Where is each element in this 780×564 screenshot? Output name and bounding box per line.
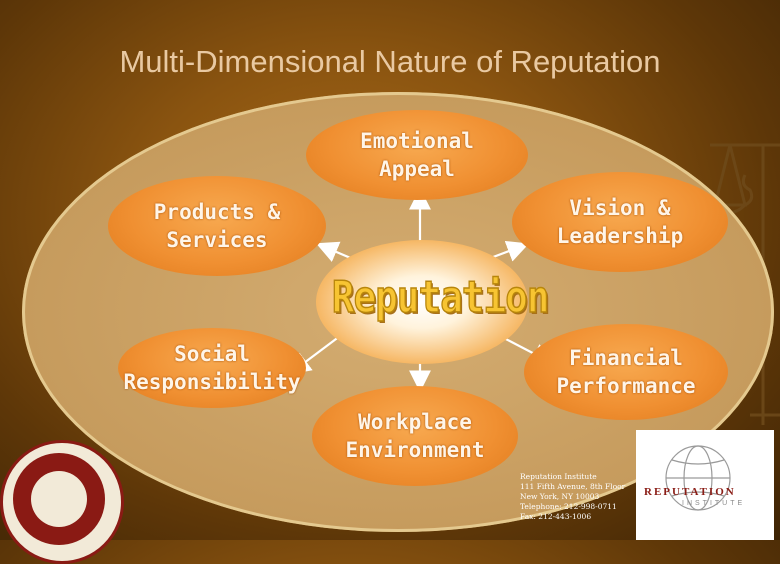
university-seal (0, 440, 124, 564)
center-label: Reputation (331, 271, 550, 324)
center-ellipse (316, 240, 528, 364)
node-products-label: Products & Services (153, 199, 281, 252)
globe-icon (665, 445, 731, 511)
node-social-responsibility: Social Responsibility (118, 328, 306, 408)
address-line: New York, NY 10003 (520, 492, 600, 501)
node-workplace-label: Workplace Environment (345, 409, 485, 462)
address-line: Reputation Institute (520, 472, 597, 481)
node-products-services: Products & Services (108, 176, 326, 276)
address-line: 111 Fifth Avenue, 8th Floor (520, 482, 626, 491)
node-financial-performance: Financial Performance (524, 324, 728, 420)
node-vision-leadership: Vision & Leadership (512, 172, 728, 272)
node-social-label: Social Responsibility (123, 341, 301, 394)
logo-subtext: INSTITUTE (682, 500, 746, 507)
address-line: Telephone: 212-998-0711 (520, 502, 617, 511)
reputation-institute-logo: REPUTATION INSTITUTE (636, 430, 774, 540)
address-block: Reputation Institute 111 Fifth Avenue, 8… (520, 472, 635, 522)
node-emotional-appeal: Emotional Appeal (306, 110, 528, 200)
slide: Multi-Dimensional Nature of Reputation (0, 44, 780, 564)
slide-title: Multi-Dimensional Nature of Reputation (119, 44, 661, 79)
address-line: Fax: 212-443-1006 (520, 512, 592, 521)
node-emotional-label: Emotional Appeal (360, 128, 474, 181)
node-vision-label: Vision & Leadership (556, 195, 684, 248)
node-workplace-environment: Workplace Environment (312, 386, 518, 486)
node-financial-label: Financial Performance (556, 345, 696, 398)
logo-text: REPUTATION (644, 486, 736, 498)
